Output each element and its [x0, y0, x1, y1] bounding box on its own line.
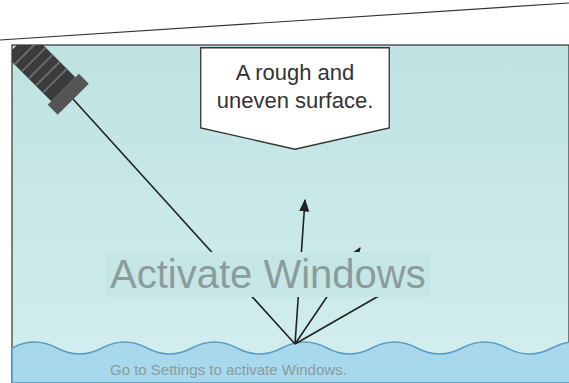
callout-shape: [201, 48, 390, 150]
page-edge-line: [0, 3, 569, 40]
watermark: Go to Settings to activate Windows.: [106, 361, 351, 378]
callout-text: A rough and uneven surface.: [200, 47, 390, 120]
watermark: Activate Windows: [106, 252, 430, 297]
water-surface: [12, 342, 569, 383]
callout-box: A rough and uneven surface.: [200, 47, 390, 150]
background-panel: [12, 45, 569, 383]
